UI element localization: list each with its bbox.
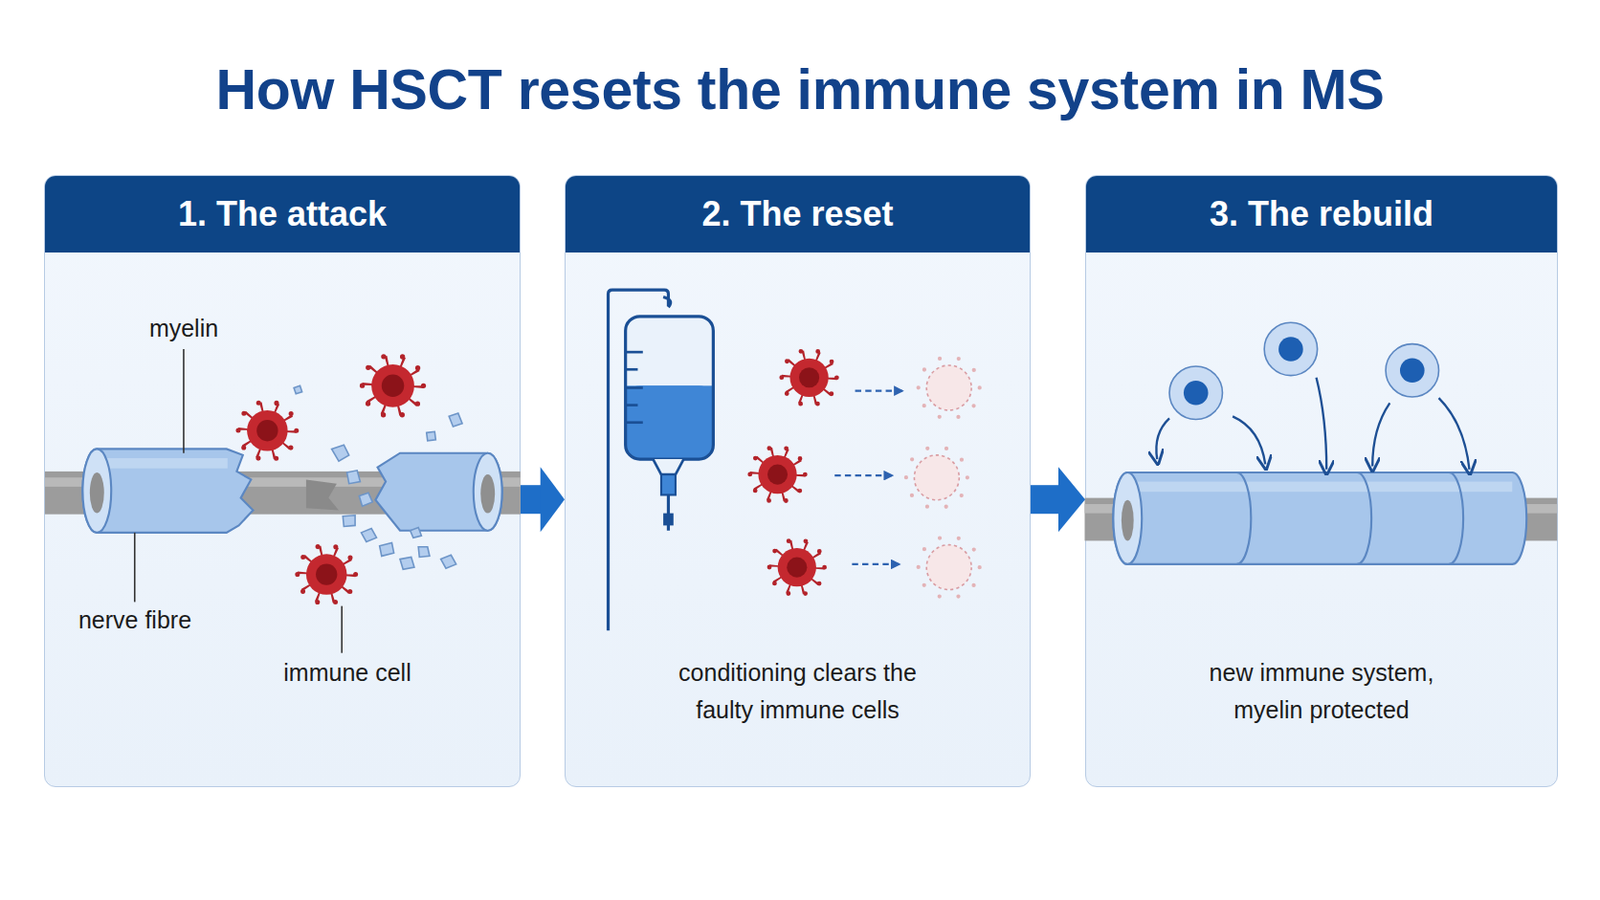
diagram-title: How HSCT resets the immune system in MS xyxy=(0,55,1600,125)
arrow-shaft xyxy=(1030,485,1060,514)
panel-title: 3. The rebuild xyxy=(1209,194,1434,235)
panel-caption: conditioning clears the faulty immune ce… xyxy=(654,654,942,730)
block-arrow xyxy=(1030,466,1086,533)
panel-title: 2. The reset xyxy=(701,194,893,235)
step-panel: 1. The attack xyxy=(44,175,521,788)
panel-title: 1. The attack xyxy=(177,194,387,235)
arrow-shaft xyxy=(520,485,542,514)
step-panel: 2. The reset conditioning clears the faul… xyxy=(564,175,1031,788)
panel-caption: new immune system, myelin protected xyxy=(1177,654,1466,730)
block-arrow xyxy=(520,466,565,533)
callout-label: immune cell xyxy=(283,658,411,688)
arrow-head xyxy=(540,466,565,533)
panel-header: 1. The attack xyxy=(44,176,520,253)
panel-header: 2. The reset xyxy=(565,176,1030,253)
callout-label: myelin xyxy=(149,313,219,343)
panel-header: 3. The rebuild xyxy=(1086,176,1557,253)
callout-label: nerve fibre xyxy=(78,605,192,635)
arrow-head xyxy=(1058,466,1086,533)
step-panel: 3. The rebuild new immune system, myelin … xyxy=(1085,175,1558,788)
